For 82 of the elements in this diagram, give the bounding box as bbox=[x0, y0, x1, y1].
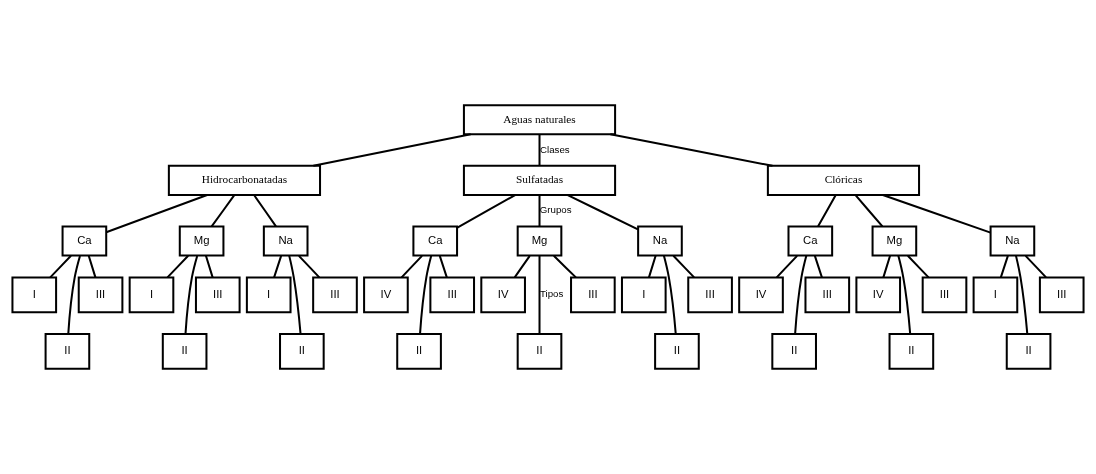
node-box: II bbox=[279, 333, 325, 370]
connector bbox=[776, 255, 798, 279]
node-box: III bbox=[921, 276, 968, 314]
connector bbox=[419, 255, 433, 334]
connector bbox=[567, 194, 639, 231]
connector bbox=[813, 255, 823, 278]
node-box: Ca bbox=[412, 225, 459, 257]
node-box: I bbox=[972, 276, 1019, 314]
connector bbox=[204, 255, 214, 278]
connector bbox=[288, 255, 302, 335]
node-box: II bbox=[396, 333, 442, 370]
node-box: II bbox=[516, 333, 563, 370]
connector bbox=[49, 255, 72, 279]
node-box: Hidrocarbonatadas bbox=[167, 164, 322, 196]
connector bbox=[210, 194, 236, 227]
node-box: I bbox=[11, 276, 58, 314]
connector bbox=[538, 195, 541, 227]
node-box: IV bbox=[738, 276, 784, 314]
connector bbox=[882, 255, 892, 278]
node-box: III bbox=[194, 276, 241, 314]
connector bbox=[313, 133, 471, 167]
connector bbox=[672, 255, 695, 279]
node-box: II bbox=[161, 333, 208, 370]
node-box: II bbox=[771, 333, 817, 370]
node-box: IV bbox=[480, 276, 526, 314]
edge-label: Clases bbox=[540, 143, 570, 155]
connector bbox=[907, 255, 930, 279]
connector bbox=[67, 255, 81, 334]
node-box: Mg bbox=[178, 225, 225, 257]
connector bbox=[1024, 255, 1047, 279]
connector bbox=[87, 255, 97, 278]
connector bbox=[166, 255, 189, 279]
node-box: III bbox=[804, 276, 851, 314]
node-box: II bbox=[44, 333, 91, 370]
connector bbox=[538, 255, 541, 334]
connector bbox=[456, 194, 516, 229]
connector bbox=[105, 194, 208, 234]
node-box: Ca bbox=[61, 225, 108, 257]
node-box: III bbox=[570, 276, 616, 314]
connector bbox=[438, 255, 448, 278]
connector bbox=[647, 255, 657, 278]
connector bbox=[273, 255, 283, 278]
node-box: I bbox=[620, 276, 667, 314]
connector bbox=[854, 194, 884, 227]
node-box: III bbox=[77, 276, 124, 314]
node-box: Sulfatadas bbox=[462, 164, 617, 196]
connector bbox=[538, 134, 541, 166]
edge-label: Grupos bbox=[539, 204, 572, 216]
node-box: III bbox=[312, 276, 358, 314]
node-box: III bbox=[1038, 276, 1085, 314]
connector bbox=[817, 194, 837, 227]
node-box: II bbox=[888, 333, 935, 370]
node-box: I bbox=[245, 276, 292, 314]
node-box: Na bbox=[262, 225, 309, 257]
connector bbox=[1014, 255, 1029, 335]
node-box: III bbox=[429, 276, 476, 314]
connector bbox=[553, 255, 577, 279]
connector bbox=[400, 255, 423, 279]
connector bbox=[662, 255, 677, 334]
connector bbox=[513, 255, 531, 278]
node-box: Mg bbox=[516, 225, 563, 257]
node-box: Ca bbox=[787, 225, 834, 257]
connector bbox=[882, 194, 991, 234]
connector bbox=[999, 255, 1009, 278]
node-box: Mg bbox=[871, 225, 918, 257]
node-box: III bbox=[687, 276, 733, 314]
edge-label: Tipos bbox=[539, 288, 564, 300]
connector bbox=[253, 194, 277, 227]
connector bbox=[794, 255, 808, 334]
connector bbox=[184, 255, 199, 334]
node-box: Clóricas bbox=[766, 164, 921, 196]
node-box: II bbox=[1005, 333, 1052, 370]
node-box: IV bbox=[363, 276, 409, 314]
node-box: Na bbox=[989, 225, 1036, 257]
connector bbox=[298, 255, 320, 279]
node-box: Na bbox=[637, 225, 683, 257]
node-box: II bbox=[654, 333, 700, 370]
node-box: I bbox=[128, 276, 175, 314]
connector bbox=[610, 133, 773, 167]
connector bbox=[897, 255, 912, 334]
node-box: Aguas naturales bbox=[462, 104, 617, 136]
node-box: IV bbox=[855, 276, 902, 314]
